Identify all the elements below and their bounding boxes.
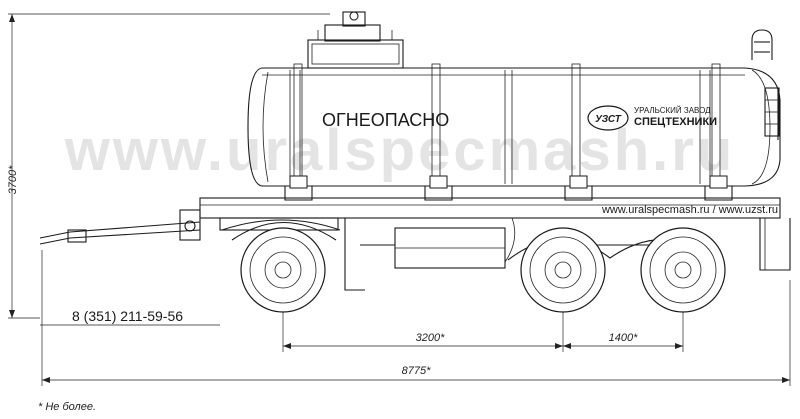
logo-line1: УРАЛЬСКИЙ ЗАВОД <box>634 106 711 115</box>
length-dimension: 8775* <box>41 250 791 386</box>
middle-wheel <box>520 227 606 313</box>
footnote: * Не более. <box>38 401 96 413</box>
websites-text: www.uralspecmash.ru / www.uzst.ru <box>601 204 778 216</box>
rear-wheel <box>640 227 726 313</box>
length-label: 8775* <box>402 365 431 377</box>
ladder <box>751 29 780 140</box>
logo-line2: СПЕЦТЕХНИКИ <box>634 116 717 128</box>
front-wheel <box>240 227 326 313</box>
axle-spacing-label: 1400* <box>609 332 638 344</box>
tank <box>247 63 781 201</box>
phone-number: 8 (351) 211-59-56 <box>72 308 183 324</box>
tank-label: ОГНЕОПАСНО <box>322 110 449 130</box>
height-dimension: 3700* <box>7 13 330 319</box>
wheelbase-label: 3200* <box>416 332 445 344</box>
height-dimension-label: 3700* <box>7 165 19 194</box>
logo-mark: УЗСТ <box>595 114 622 125</box>
dome-hatch <box>307 11 404 69</box>
watermark: www.uralspecmash.ru <box>64 118 736 183</box>
drawbar <box>39 209 201 245</box>
wheels <box>240 227 726 313</box>
manufacturer-logo: УЗСТ УРАЛЬСКИЙ ЗАВОД СПЕЦТЕХНИКИ <box>587 105 717 131</box>
wheelbase-dimension: 3200* 1400* <box>282 312 684 352</box>
